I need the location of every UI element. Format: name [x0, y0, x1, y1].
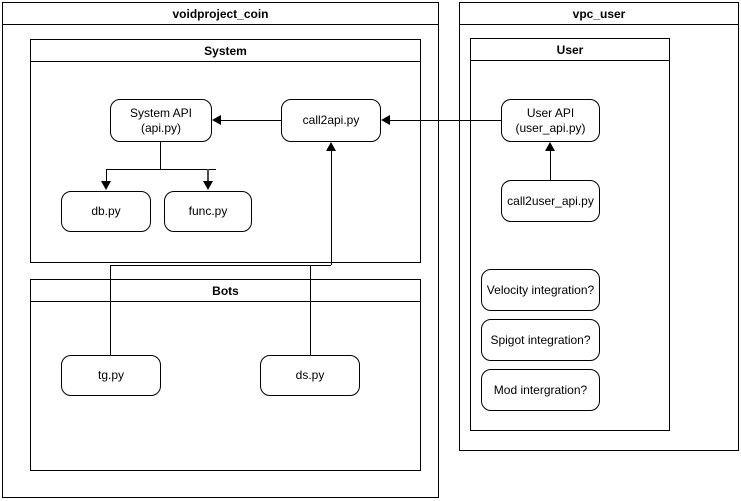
node-ds-label: ds.py	[295, 368, 325, 382]
edge-system-api-fork	[106, 169, 216, 170]
node-db-label: db.py	[91, 204, 121, 218]
pool-voidproject-coin-title: voidproject_coin	[3, 3, 438, 25]
arrowhead-system-api-left	[212, 115, 221, 125]
node-mod-integration[interactable]: Mod intergration?	[481, 369, 600, 411]
node-db[interactable]: db.py	[61, 191, 151, 232]
edge-bots-to-call2api-jog	[310, 265, 331, 266]
node-func-label: func.py	[188, 204, 228, 218]
node-mod-integration-label: Mod intergration?	[493, 382, 588, 397]
edge-ds-stem	[310, 265, 311, 355]
node-system-api[interactable]: System API (api.py)	[110, 99, 212, 142]
node-tg[interactable]: tg.py	[61, 355, 161, 396]
lane-system-title: System	[31, 40, 420, 62]
node-call2user-api-label: call2user_api.py	[507, 193, 594, 208]
node-func[interactable]: func.py	[164, 191, 252, 232]
edge-to-db	[106, 169, 107, 183]
node-call2user-api[interactable]: call2user_api.py	[501, 180, 600, 222]
node-velocity-integration[interactable]: Velocity integration?	[481, 269, 600, 311]
pool-vpc-user-title: vpc_user	[460, 3, 738, 25]
edge-tg-stem	[110, 265, 111, 355]
node-user-api[interactable]: User API (user_api.py)	[501, 99, 600, 142]
lane-user-title: User	[471, 39, 669, 61]
edge-to-func	[207, 169, 209, 183]
node-call2api-label: call2api.py	[302, 113, 360, 127]
arrowhead-user-api-up	[545, 142, 555, 151]
arrowhead-db-down	[101, 181, 111, 190]
edge-system-api-stem	[160, 142, 161, 169]
node-call2api[interactable]: call2api.py	[281, 99, 381, 142]
node-system-api-label: System API (api.py)	[129, 105, 193, 135]
edge-user-api-to-call2api	[389, 120, 501, 121]
lane-bots-title: Bots	[31, 280, 420, 302]
edge-bots-to-call2api-riser	[331, 151, 332, 265]
arrowhead-func-down	[203, 181, 213, 190]
node-ds[interactable]: ds.py	[260, 355, 360, 396]
arrowhead-call2api-up	[326, 142, 336, 151]
node-spigot-integration[interactable]: Spigot integration?	[481, 319, 600, 361]
node-velocity-integration-label: Velocity integration?	[486, 282, 595, 297]
node-spigot-integration-label: Spigot integration?	[490, 332, 591, 347]
edge-call2user-api-stem	[550, 151, 551, 180]
arrowhead-call2api-left	[381, 115, 390, 125]
node-tg-label: tg.py	[97, 368, 124, 382]
edge-call2api-to-system-api	[220, 120, 281, 121]
node-user-api-label: User API (user_api.py)	[515, 105, 586, 135]
lane-system-body	[31, 62, 420, 262]
edge-bots-merge	[110, 265, 311, 266]
